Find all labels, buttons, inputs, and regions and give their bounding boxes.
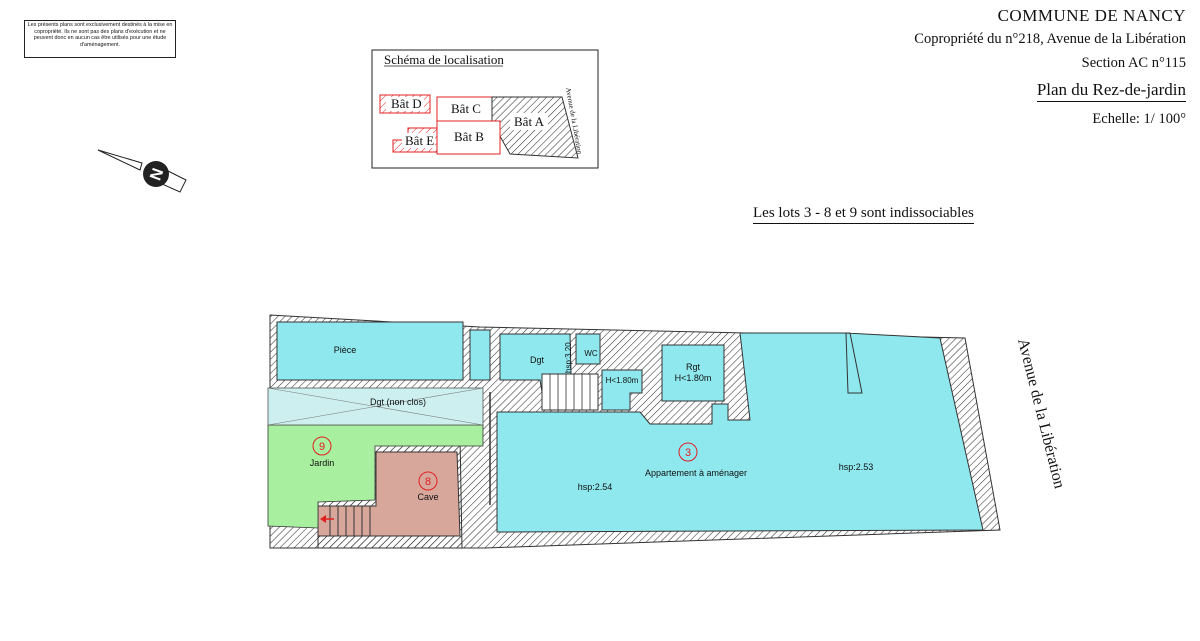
jardin-area bbox=[267, 424, 484, 529]
bat-a-label: Bât A bbox=[514, 114, 545, 129]
bat-e-label: Bât E bbox=[405, 133, 434, 148]
stairs bbox=[541, 373, 599, 411]
north-arrow-icon: N bbox=[97, 149, 187, 193]
plan-title: Plan du Rez-de-jardin bbox=[1036, 80, 1186, 102]
localisation-schema: Schéma de localisation Bât D Bât C Bât A… bbox=[371, 49, 599, 169]
cave-stairs-arrow-icon bbox=[320, 515, 334, 523]
appartement-label: Appartement à aménager bbox=[645, 468, 747, 478]
appartement-area bbox=[496, 332, 984, 533]
north-letter: N bbox=[147, 166, 167, 183]
bat-d-label: Bât D bbox=[391, 96, 422, 111]
rgt-room bbox=[661, 344, 725, 402]
lot-8-marker: 8 bbox=[418, 471, 438, 491]
bat-c-label: Bât C bbox=[451, 101, 481, 116]
copropriete-line: Copropriété du n°218, Avenue de la Libér… bbox=[914, 31, 1186, 47]
hsp-253-label: hsp:2.53 bbox=[839, 462, 874, 472]
low-ceiling-room-a bbox=[601, 369, 643, 411]
h-180-label-a: H<1.80m bbox=[606, 376, 639, 385]
lot-3-marker: 3 bbox=[678, 442, 698, 462]
section-line: Section AC n°115 bbox=[1081, 55, 1186, 71]
piece-room bbox=[276, 321, 464, 381]
hsp-254-label: hsp:2.54 bbox=[578, 482, 613, 492]
cave-label: Cave bbox=[417, 492, 438, 502]
wc-label: WC bbox=[584, 349, 598, 358]
street-label: Avenue de la Libération bbox=[1014, 337, 1068, 490]
lot-9-marker: 9 bbox=[312, 436, 332, 456]
hsp-320-label: hsp:3.20 bbox=[564, 342, 573, 373]
scale-line: Echelle: 1/ 100° bbox=[1092, 111, 1186, 127]
commune-title: COMMUNE DE NANCY bbox=[997, 6, 1186, 25]
cave-stairs bbox=[329, 506, 371, 536]
lot-3-number: 3 bbox=[685, 447, 691, 459]
title-block: COMMUNE DE NANCY Copropriété du n°218, A… bbox=[914, 6, 1186, 128]
dgt-non-clos-label: Dgt (non clos) bbox=[370, 397, 426, 407]
wc-room bbox=[575, 333, 601, 365]
localisation-title: Schéma de localisation bbox=[384, 52, 504, 67]
dgt-label: Dgt bbox=[530, 355, 545, 365]
h-180-label-b: H<1.80m bbox=[675, 373, 712, 383]
lot-8-number: 8 bbox=[425, 476, 431, 488]
lot-9-number: 9 bbox=[319, 441, 325, 453]
disclaimer-text: Les présents plans sont exclusivement de… bbox=[27, 22, 173, 48]
lots-note: Les lots 3 - 8 et 9 sont indissociables bbox=[753, 205, 974, 224]
bat-b-label: Bât B bbox=[454, 129, 484, 144]
jardin-label: Jardin bbox=[310, 458, 335, 468]
passage-room bbox=[469, 329, 491, 381]
piece-label: Pièce bbox=[334, 345, 357, 355]
disclaimer-box: Les présents plans sont exclusivement de… bbox=[24, 20, 176, 58]
rgt-label: Rgt bbox=[686, 362, 701, 372]
